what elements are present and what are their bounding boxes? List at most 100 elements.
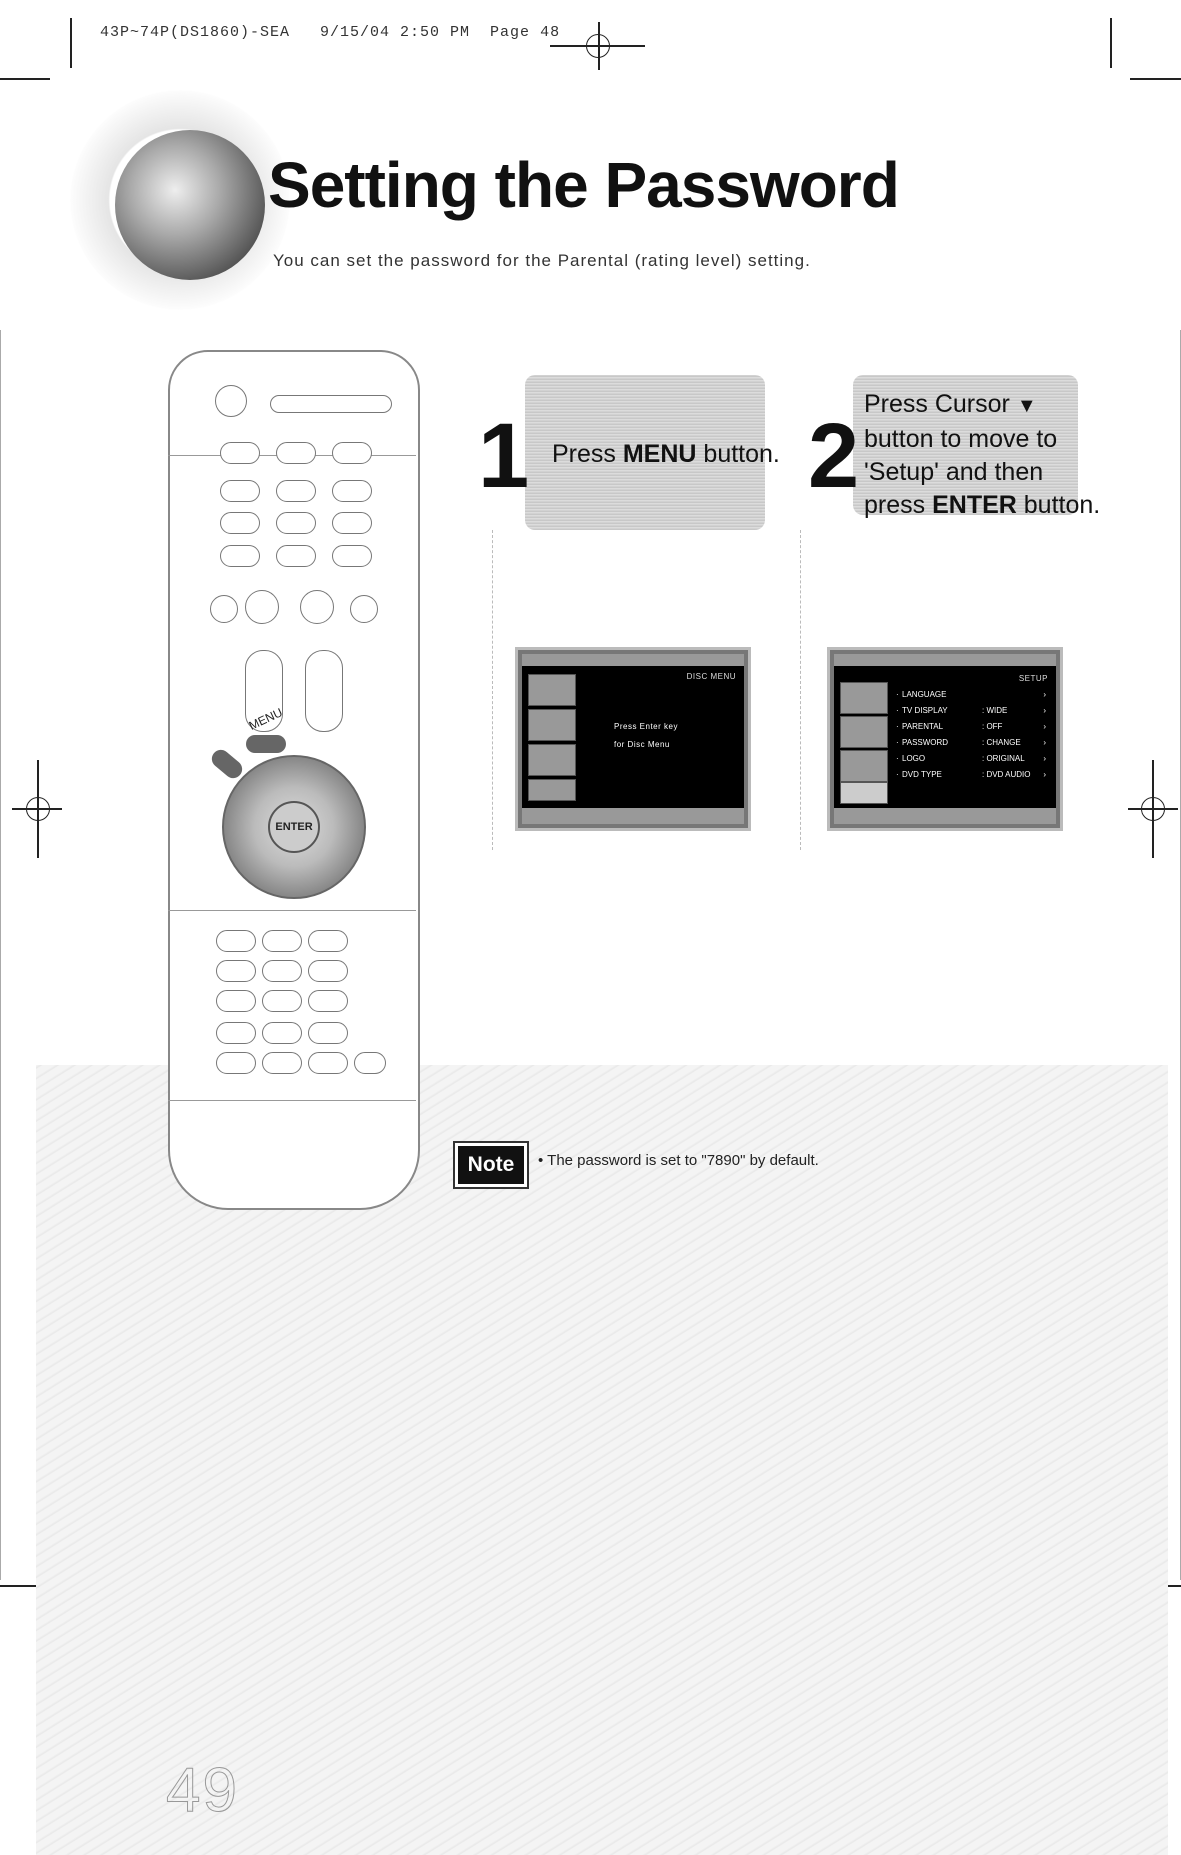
screen-menu-icon: [528, 709, 576, 741]
setup-row: ·LANGUAGE›: [896, 690, 1046, 699]
screen-footer-bar: [834, 808, 1056, 824]
remote-button: [276, 545, 316, 567]
step-1-text-after: button.: [696, 440, 780, 468]
remote-button: [332, 442, 372, 464]
crop-mark: [1130, 78, 1181, 80]
step-2-line4-bold: ENTER: [932, 491, 1017, 519]
step-1-text: Press MENU button.: [552, 438, 780, 471]
tuning-rocker: [305, 650, 343, 732]
screen-menu-icon: [528, 779, 576, 801]
setup-row-label: PASSWORD: [902, 738, 949, 747]
screen-menu-icon: [840, 682, 888, 714]
number-button: [308, 960, 348, 982]
page-edge-left: [0, 330, 1, 1580]
chevron-right-icon: ›: [1043, 738, 1046, 747]
setup-row-value: : ORIGINAL: [982, 754, 1025, 763]
remote-button: [332, 545, 372, 567]
remote-button: [276, 512, 316, 534]
registration-mark: [1141, 797, 1165, 821]
skip-back-button: [210, 595, 238, 623]
chevron-right-icon: ›: [1043, 690, 1046, 699]
setup-row-label: TV DISPLAY: [902, 706, 948, 715]
step-2-line3: 'Setup' and then: [864, 458, 1044, 486]
setup-row-value: : WIDE: [982, 706, 1008, 715]
remote-button: [308, 1052, 348, 1074]
setup-row: ·PARENTAL: OFF›: [896, 722, 1046, 731]
screen-header-title: DISC MENU: [686, 672, 736, 681]
step-2-line4-before: press: [864, 491, 933, 519]
number-button: [216, 930, 256, 952]
remote-button: [216, 1052, 256, 1074]
setup-row: ·TV DISPLAY: WIDE›: [896, 706, 1046, 715]
enter-button: ENTER: [268, 801, 320, 853]
setup-row-label: PARENTAL: [902, 722, 944, 731]
remote-button: [220, 512, 260, 534]
bullet-icon: •: [538, 1152, 548, 1169]
column-divider: [492, 530, 493, 850]
screen-header-bar: [522, 654, 744, 666]
cursor-pad: [222, 755, 366, 899]
page-subtitle: You can set the password for the Parenta…: [273, 251, 811, 270]
remote-button: [220, 480, 260, 502]
step-1-box: [525, 375, 765, 530]
step-2-line1: Press Cursor: [864, 390, 1010, 418]
registration-mark: [26, 797, 50, 821]
remote-button: [220, 442, 260, 464]
screen-menu-icon: [528, 674, 576, 706]
remote-button: [332, 512, 372, 534]
step-1-number: 1: [478, 405, 530, 507]
step-2-line4-after: button.: [1016, 491, 1101, 519]
page-title: Setting the Password: [268, 149, 900, 221]
remote-button: [354, 1052, 386, 1074]
remote-button: [270, 395, 392, 413]
setup-row-label: LOGO: [902, 754, 926, 763]
note-badge: Note: [455, 1143, 527, 1187]
number-button: [262, 1022, 302, 1044]
remote-button: [276, 480, 316, 502]
play-pause-button: [300, 590, 334, 624]
step-1-text-bold: MENU: [622, 440, 697, 468]
chevron-right-icon: ›: [1043, 754, 1046, 763]
remote-divider: [168, 910, 416, 911]
column-divider: [800, 530, 801, 850]
page-number: 49: [166, 1756, 239, 1826]
setup-row-value: : DVD AUDIO: [982, 770, 1031, 779]
remote-button: [332, 480, 372, 502]
tv-screen-disc-menu: DISC MENU Press Enter key for Disc Menu: [518, 650, 748, 828]
screen-message-line1: Press Enter key: [614, 722, 678, 731]
menu-button: [246, 735, 286, 753]
number-button: [308, 930, 348, 952]
cursor-down-icon: ▼: [1016, 395, 1037, 417]
screen-header-title: SETUP: [1018, 674, 1048, 683]
note-text: • The password is set to "7890" by defau…: [538, 1152, 819, 1169]
step-2-text: Press Cursor ▼ button to move to 'Setup'…: [864, 388, 1100, 522]
volume-rocker: [245, 650, 283, 732]
screen-header-bar: [834, 654, 1056, 666]
note-text-content: The password is set to "7890" by default…: [547, 1152, 819, 1169]
print-header: 43P~74P(DS1860)-SEA 9/15/04 2:50 PM Page…: [100, 24, 561, 41]
screen-message-line2: for Disc Menu: [614, 740, 670, 749]
setup-row-label: DVD TYPE: [902, 770, 942, 779]
remote-button: [220, 545, 260, 567]
step-1-text-before: Press: [552, 440, 623, 468]
remote-button: [276, 442, 316, 464]
chevron-right-icon: ›: [1043, 722, 1046, 731]
crop-mark: [1110, 18, 1112, 68]
screen-menu-icon: [840, 782, 888, 804]
number-button: [308, 1022, 348, 1044]
number-button: [216, 960, 256, 982]
screen-menu-icon: [528, 744, 576, 776]
step-2-box: [853, 375, 1078, 515]
step-2-line2: button to move to: [864, 425, 1058, 453]
chevron-right-icon: ›: [1043, 706, 1046, 715]
number-button: [262, 990, 302, 1012]
screen-menu-icon: [840, 716, 888, 748]
tv-screen-setup-menu: SETUP ·LANGUAGE› ·TV DISPLAY: WIDE› ·PAR…: [830, 650, 1060, 828]
number-button: [216, 1022, 256, 1044]
crop-mark: [0, 1585, 50, 1587]
number-button: [262, 930, 302, 952]
registration-mark: [586, 34, 610, 58]
screen-menu-icon: [840, 750, 888, 782]
chevron-right-icon: ›: [1043, 770, 1046, 779]
crop-mark: [70, 18, 72, 68]
